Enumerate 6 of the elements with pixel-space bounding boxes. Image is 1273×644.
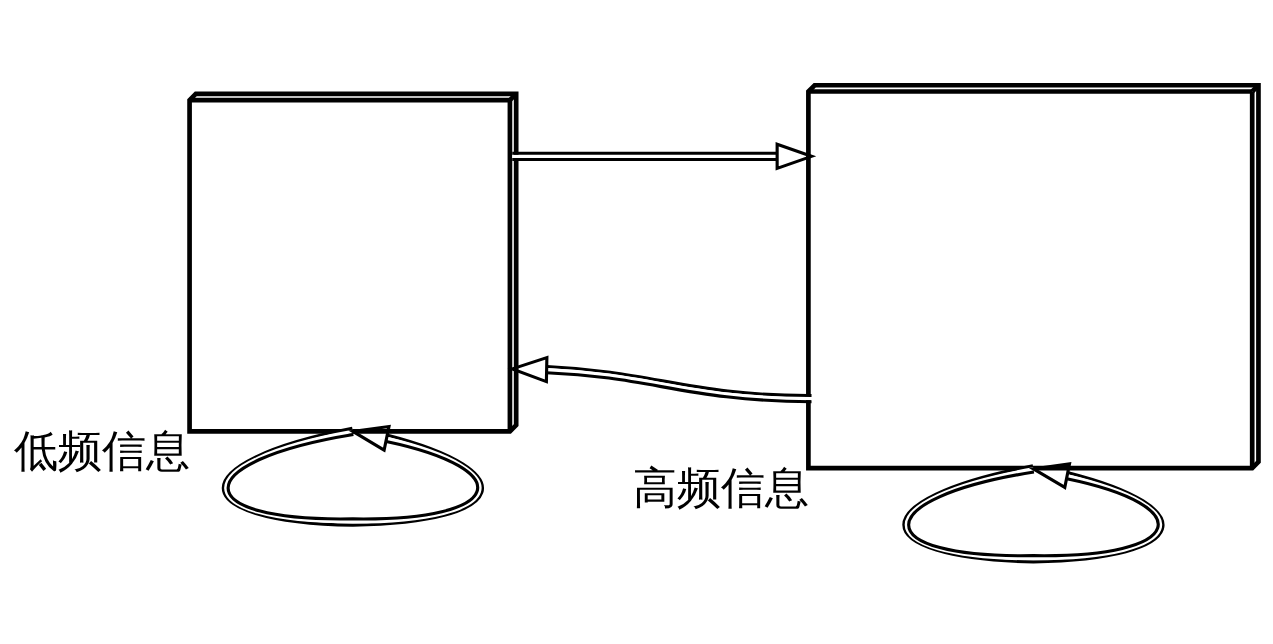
node-label: 高频信息 xyxy=(632,464,809,513)
arrow xyxy=(512,142,817,171)
arrow xyxy=(902,462,1164,564)
arrow xyxy=(222,424,484,527)
arrow xyxy=(507,355,812,404)
node-label: 低频信息 xyxy=(14,427,191,476)
